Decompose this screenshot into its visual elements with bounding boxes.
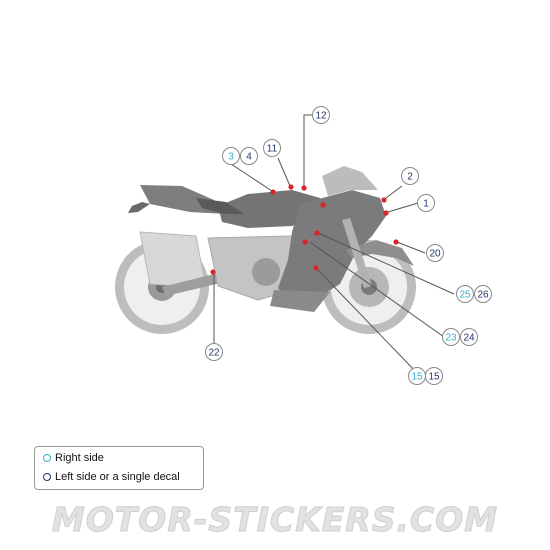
seat — [196, 198, 244, 214]
leader-line-15 — [315, 267, 419, 375]
callout-circle — [425, 367, 443, 385]
leader-line-11 — [277, 157, 291, 187]
callout-circle — [263, 139, 281, 157]
callout-number: 24 — [463, 333, 475, 344]
leader-line-20 — [396, 241, 426, 254]
callout-number: 22 — [208, 348, 220, 359]
left-side-circle-icon — [43, 473, 51, 481]
belly-pan — [270, 290, 330, 312]
marker-25-26 — [314, 230, 320, 236]
callout-number: 11 — [267, 144, 278, 155]
callout-number: 4 — [246, 152, 252, 163]
marker-fairing-top — [320, 202, 326, 208]
callout-number: 15 — [411, 372, 423, 383]
callout-circle — [312, 106, 330, 124]
callout-number: 20 — [429, 249, 441, 260]
callout-number: 12 — [315, 111, 327, 122]
leader-line-1 — [387, 202, 419, 213]
callout-circle — [240, 147, 258, 165]
callout-c3: 3 — [222, 147, 240, 165]
callout-number: 3 — [228, 152, 234, 163]
leader-line-12 — [303, 114, 313, 186]
callout-c23: 23 — [442, 328, 460, 346]
callout-c15r: 15 — [408, 367, 426, 385]
callout-circle — [205, 343, 223, 361]
front-fender — [346, 240, 414, 266]
callout-number: 15 — [428, 372, 440, 383]
marker-12 — [301, 185, 307, 191]
legend-left-side: Left side or a single decal — [43, 471, 180, 483]
site-watermark: MOTOR-STICKERS.COM — [51, 500, 499, 540]
marker-23-24 — [302, 239, 308, 245]
decal-markers — [210, 184, 399, 275]
exhaust — [139, 231, 207, 289]
marker-20 — [393, 239, 399, 245]
callout-c4: 4 — [240, 147, 258, 165]
marker-11 — [288, 184, 294, 190]
license-bracket — [128, 202, 150, 213]
leader-line-2 — [385, 185, 403, 199]
callout-c20: 20 — [426, 244, 444, 262]
marker-3-4 — [270, 189, 276, 195]
callout-c1: 1 — [417, 194, 435, 212]
callout-circle — [474, 285, 492, 303]
callout-number: 26 — [477, 290, 489, 301]
callout-c12: 12 — [312, 106, 330, 124]
callout-c24: 24 — [460, 328, 478, 346]
marker-2 — [381, 197, 387, 203]
leader-line-25-26 — [317, 232, 455, 295]
callout-c15l: 15 — [425, 367, 443, 385]
callout-number: 2 — [407, 172, 413, 183]
legend-left-label: Left side or a single decal — [55, 471, 180, 483]
callout-circle — [442, 328, 460, 346]
callout-circle — [401, 167, 419, 185]
callout-circle — [456, 285, 474, 303]
front-fork — [342, 218, 372, 288]
leader-lines — [213, 114, 455, 375]
callout-c25: 25 — [456, 285, 474, 303]
legend-right-side: Right side — [43, 452, 104, 464]
front-wheel — [322, 240, 416, 334]
callout-circle — [426, 244, 444, 262]
fairing — [278, 190, 386, 302]
marker-15 — [313, 265, 319, 271]
callout-number: 23 — [445, 333, 457, 344]
right-side-circle-icon — [43, 454, 51, 462]
callout-c26: 26 — [474, 285, 492, 303]
callout-group: 12 11 3 4 2 1 20 25 26 23 24 15 15 22 — [205, 106, 492, 385]
callout-c22: 22 — [205, 343, 223, 361]
callout-circle — [222, 147, 240, 165]
leader-line-3-4 — [227, 161, 273, 192]
marker-22 — [210, 269, 216, 275]
callout-c2: 2 — [401, 167, 419, 185]
callout-circle — [417, 194, 435, 212]
leader-line-23-24 — [309, 241, 445, 338]
motorcycle-illustration — [115, 166, 416, 334]
callout-c11: 11 — [263, 139, 281, 157]
legend-right-label: Right side — [55, 452, 104, 464]
callout-number: 25 — [459, 290, 471, 301]
callout-number: 1 — [423, 199, 429, 210]
callout-circle — [460, 328, 478, 346]
windscreen — [322, 166, 378, 196]
marker-1 — [383, 210, 389, 216]
side-legend: Right side Left side or a single decal — [34, 446, 204, 490]
